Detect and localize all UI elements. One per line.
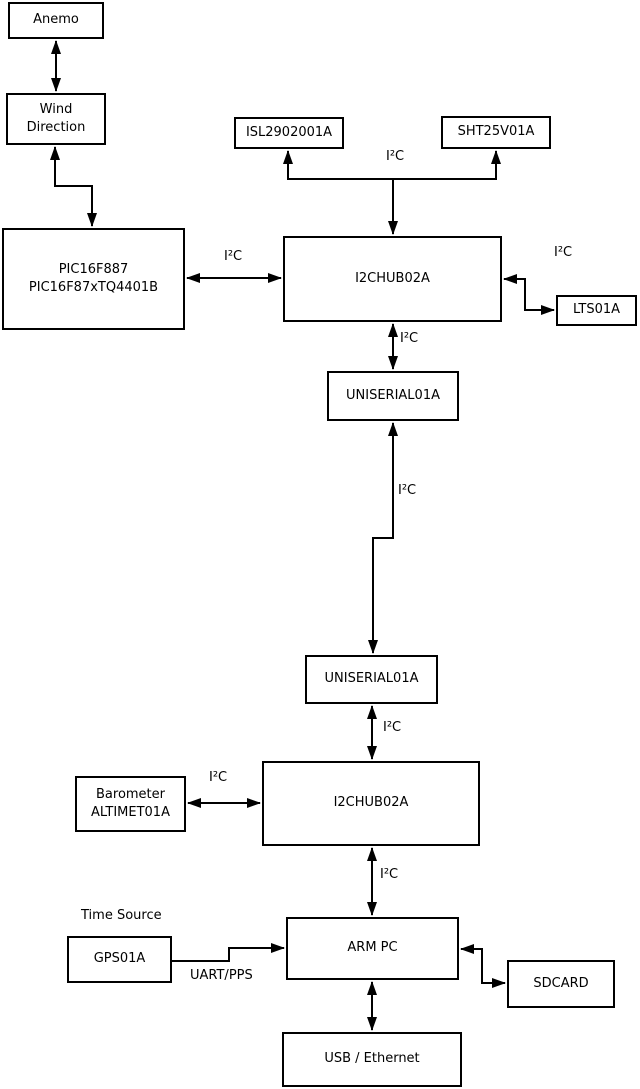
edge-label-time-source: Time Source [81,908,162,923]
edge-label-i2c-pic-hub1: I²C [224,249,243,264]
edge-label-i2c-barometer-hub2: I²C [209,770,228,785]
edge-label-i2c-hub2-armpc: I²C [380,867,399,882]
node-uniserial-2: UNISERIAL01A [305,655,438,704]
node-sdcard: SDCARD [507,960,615,1008]
edge-label-uart-pps: UART/PPS [190,968,253,983]
node-lts: LTS01A [556,295,637,326]
node-barometer: Barometer ALTIMET01A [75,776,186,832]
connector-wind-pic [50,146,97,227]
edge-label-i2c-serial-link: I²C [398,483,417,498]
edge-label-i2c-hub1-uniserial1: I²C [400,331,419,346]
connector-uniserial1-uniserial2 [368,422,398,654]
connector-hub1-lts [503,274,555,315]
edge-label-i2c-hub1-lts: I²C [554,245,573,260]
node-uniserial-1: UNISERIAL01A [327,371,459,421]
node-sht: SHT25V01A [441,116,551,149]
node-usb-ethernet: USB / Ethernet [282,1032,462,1087]
node-isl: ISL2902001A [234,117,344,149]
connector-gps-armpc [172,943,285,962]
edge-label-i2c-uniserial2-hub2: I²C [383,720,402,735]
connector-armpc-sdcard [460,944,506,988]
node-pic: PIC16F887 PIC16F87xTQ4401B [2,228,185,330]
node-anemo: Anemo [8,2,104,39]
node-i2chub-1: I2CHUB02A [283,236,502,322]
node-wind-direction: Wind Direction [6,93,106,145]
node-i2chub-2: I2CHUB02A [262,761,480,846]
node-gps: GPS01A [67,936,172,983]
node-arm-pc: ARM PC [286,917,459,980]
edge-label-i2c-sensor-branch: I²C [386,149,405,164]
